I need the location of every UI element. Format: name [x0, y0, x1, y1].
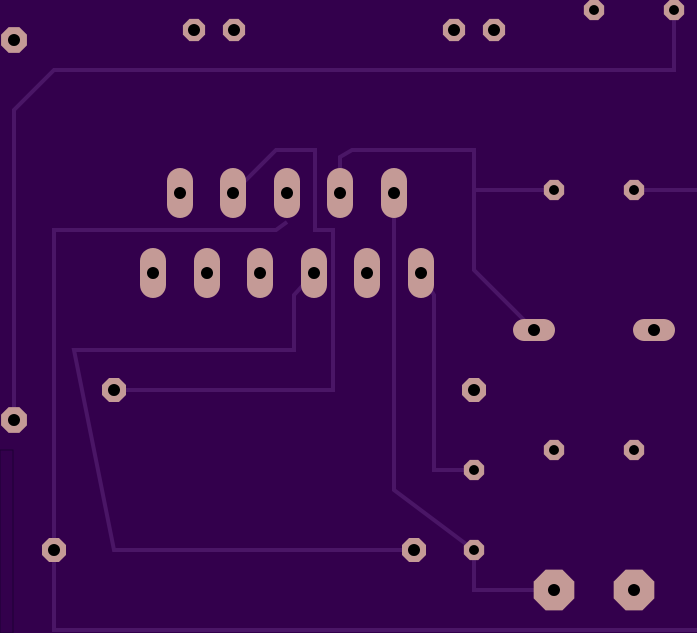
pad-right-b2-drill [629, 445, 639, 455]
power-pad-1 [533, 569, 575, 611]
copper-traces [12, 10, 697, 632]
header-pad-top-4-drill [334, 187, 346, 199]
pad-top-c1 [583, 0, 605, 21]
header-pad-bottom-6 [408, 248, 434, 298]
header-pad-bottom-2 [194, 248, 220, 298]
oval-pad-left [513, 319, 555, 341]
header-pad-bottom-3-drill [254, 267, 266, 279]
power-pad-2-drill [628, 584, 640, 596]
mounting-pad-top-left-drill [8, 34, 20, 46]
header-pad-top-2-drill [227, 187, 239, 199]
pad-bottom-left [41, 537, 67, 563]
pad-center-mid-drill [468, 384, 480, 396]
pad-top-c1-drill [589, 5, 599, 15]
component-pads [1, 0, 685, 611]
pad-right-a1 [543, 179, 565, 201]
pad-top-b2 [482, 18, 506, 42]
pad-bottom-mid-drill [408, 544, 420, 556]
pad-center-low [463, 459, 485, 481]
oval-pad-right [633, 319, 675, 341]
pad-top-b1 [442, 18, 466, 42]
header-pad-bottom-2-drill [201, 267, 213, 279]
header-pad-top-5 [381, 168, 407, 218]
header-pad-bottom-4-drill [308, 267, 320, 279]
mounting-pad-bottom-left [1, 407, 27, 433]
trace-pin4 [338, 148, 536, 332]
header-pad-bottom-1 [140, 248, 166, 298]
pad-top-b2-drill [488, 24, 500, 36]
pad-top-c2-drill [669, 5, 679, 15]
oval-pad-left-drill [528, 324, 540, 336]
pad-right-a1-drill [549, 185, 559, 195]
header-pad-top-5-drill [388, 187, 400, 199]
header-pad-bottom-3 [247, 248, 273, 298]
pad-top-a1 [182, 18, 206, 42]
pad-right-b2 [623, 439, 645, 461]
pad-top-a2-drill [228, 24, 240, 36]
pad-top-a1-drill [188, 24, 200, 36]
header-pad-bottom-5 [354, 248, 380, 298]
header-pad-bottom-1-drill [147, 267, 159, 279]
header-pad-bottom-5-drill [361, 267, 373, 279]
pad-top-c2 [663, 0, 685, 21]
power-pad-2 [613, 569, 655, 611]
pad-top-a2 [222, 18, 246, 42]
pad-right-b1-drill [549, 445, 559, 455]
header-pad-top-3-drill [281, 187, 293, 199]
oval-pad-right-drill [648, 324, 660, 336]
header-pad-bottom-6-drill [415, 267, 427, 279]
pad-bottom-center-drill [469, 545, 479, 555]
pad-bottom-center [463, 539, 485, 561]
trace-header-left [52, 220, 289, 550]
pad-center-low-drill [469, 465, 479, 475]
pad-right-b1 [543, 439, 565, 461]
trace-pin3 [114, 148, 335, 392]
pad-right-a2 [623, 179, 645, 201]
power-pad-1-drill [548, 584, 560, 596]
pad-left-mid [101, 377, 127, 403]
header-pad-top-3 [274, 168, 300, 218]
trace-bottom-edge [52, 550, 697, 632]
header-pad-top-1 [167, 168, 193, 218]
board-edge-mark [0, 449, 14, 633]
pad-center-mid [461, 377, 487, 403]
pad-bottom-mid [401, 537, 427, 563]
header-pad-top-4 [327, 168, 353, 218]
mounting-pad-bottom-left-drill [8, 414, 20, 426]
header-pad-top-2 [220, 168, 246, 218]
trace-top-loop [12, 10, 676, 420]
pad-left-mid-drill [108, 384, 120, 396]
header-pad-bottom-4 [301, 248, 327, 298]
pad-right-a2-drill [629, 185, 639, 195]
header-pad-top-1-drill [174, 187, 186, 199]
mounting-pad-top-left [1, 27, 27, 53]
pad-bottom-left-drill [48, 544, 60, 556]
trace-lower-pin4 [71, 271, 414, 552]
pad-top-b1-drill [448, 24, 460, 36]
